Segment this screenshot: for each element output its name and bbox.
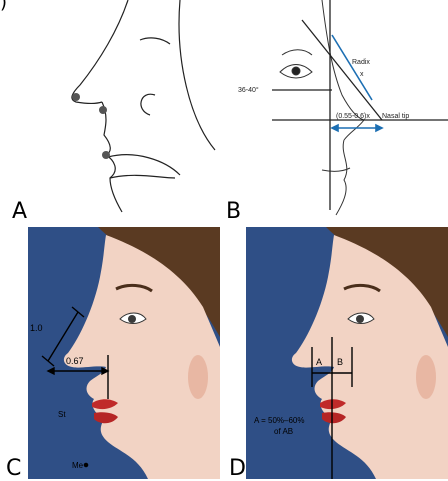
d-rule-line2: of AB: [274, 427, 293, 436]
profile-outline-upper: [72, 0, 128, 104]
d-iris: [356, 315, 364, 323]
b-lip: [322, 168, 350, 171]
b-eyebrow: [282, 50, 312, 55]
panel-b-label: B: [226, 201, 241, 223]
landmark-subnasale: [99, 106, 107, 114]
header-fragment: ): [0, 0, 7, 12]
c-ear: [188, 355, 208, 399]
c-length-tick-top: [72, 307, 84, 317]
c-iris: [128, 315, 136, 323]
panel-c: 1.0 0.67 St Me: [28, 227, 220, 479]
c-arrow-left: [48, 368, 54, 374]
c-projection-label: 0.67: [66, 356, 84, 366]
d-ear: [416, 355, 436, 399]
b-x-label: x: [360, 71, 364, 78]
d-rule-line1: A = 50%–60%: [254, 416, 304, 425]
head-contour: [179, 0, 215, 150]
b-x-arrow: [332, 35, 372, 100]
b-chin: [336, 140, 347, 215]
panel-d-illustration: A B A = 50%–60% of AB: [246, 227, 448, 479]
panel-d-label: D: [229, 458, 246, 480]
c-menton-dot: [84, 463, 87, 466]
panel-b: Radix 36-40° (0.55-0.6)x Nasal tip x: [232, 0, 448, 220]
b-ratio-label: (0.55-0.6)x: [336, 113, 370, 120]
panel-a-drawing: [40, 0, 220, 220]
panel-a: [40, 0, 220, 220]
b-pupil: [292, 67, 300, 75]
lower-lip: [110, 175, 175, 178]
b-arrowhead-right: [376, 125, 382, 131]
d-seg-a-label: A: [316, 357, 322, 367]
landmark-lip: [102, 151, 110, 159]
c-length-tick-bottom: [42, 356, 54, 366]
c-stomion-label: St: [58, 410, 66, 419]
ear: [141, 94, 155, 115]
panel-a-label: A: [12, 201, 27, 223]
panel-c-label: C: [6, 458, 21, 480]
b-nasal-tip-label: Nasal tip: [382, 113, 409, 120]
lip-line: [108, 155, 180, 175]
b-arrowhead-left: [332, 125, 338, 131]
panel-d: A B A = 50%–60% of AB: [246, 227, 448, 479]
panel-b-drawing: Radix 36-40° (0.55-0.6)x Nasal tip x: [232, 0, 448, 220]
c-length-label: 1.0: [30, 323, 43, 333]
b-diagonal-line: [302, 20, 382, 120]
eyebrow: [140, 38, 170, 44]
b-angle-label: 36-40°: [238, 86, 259, 94]
b-radix-label: Radix: [352, 59, 370, 66]
landmark-nasal-tip: [72, 93, 80, 101]
c-menton-label: Me: [72, 461, 84, 470]
panel-c-illustration: 1.0 0.67 St Me: [28, 227, 220, 479]
d-seg-b-label: B: [337, 357, 343, 367]
